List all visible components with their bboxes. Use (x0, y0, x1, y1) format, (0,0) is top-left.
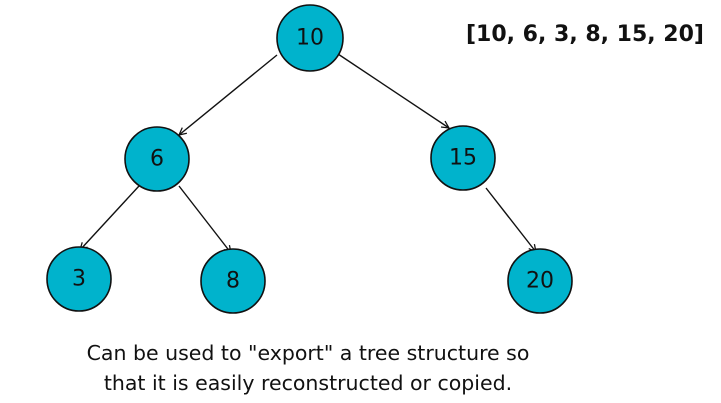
tree-node-label: 6 (150, 147, 164, 172)
tree-node-label: 8 (226, 269, 240, 294)
caption-line-1: Can be used to "export" a tree structure… (86, 341, 530, 365)
tree-node-6: 6 (124, 126, 190, 192)
tree-node-label: 20 (526, 269, 554, 294)
tree-node-15: 15 (430, 125, 496, 191)
array-label: [10, 6, 3, 8, 15, 20] (466, 22, 704, 47)
caption: Can be used to "export" a tree structure… (0, 338, 616, 398)
edge-6-to-8 (178, 185, 231, 253)
edge-10-to-6 (179, 54, 278, 135)
tree-node-8: 8 (200, 248, 266, 314)
tree-node-label: 10 (296, 26, 324, 51)
tree-node-20: 20 (507, 248, 573, 314)
edge-10-to-15 (337, 53, 449, 128)
tree-node-3: 3 (46, 246, 112, 312)
tree-node-10: 10 (276, 4, 344, 72)
edge-15-to-20 (485, 187, 536, 252)
edge-6-to-3 (80, 185, 140, 250)
tree-node-label: 3 (72, 267, 86, 292)
caption-line-2: that it is easily reconstructed or copie… (103, 371, 513, 395)
tree-node-label: 15 (449, 146, 477, 171)
